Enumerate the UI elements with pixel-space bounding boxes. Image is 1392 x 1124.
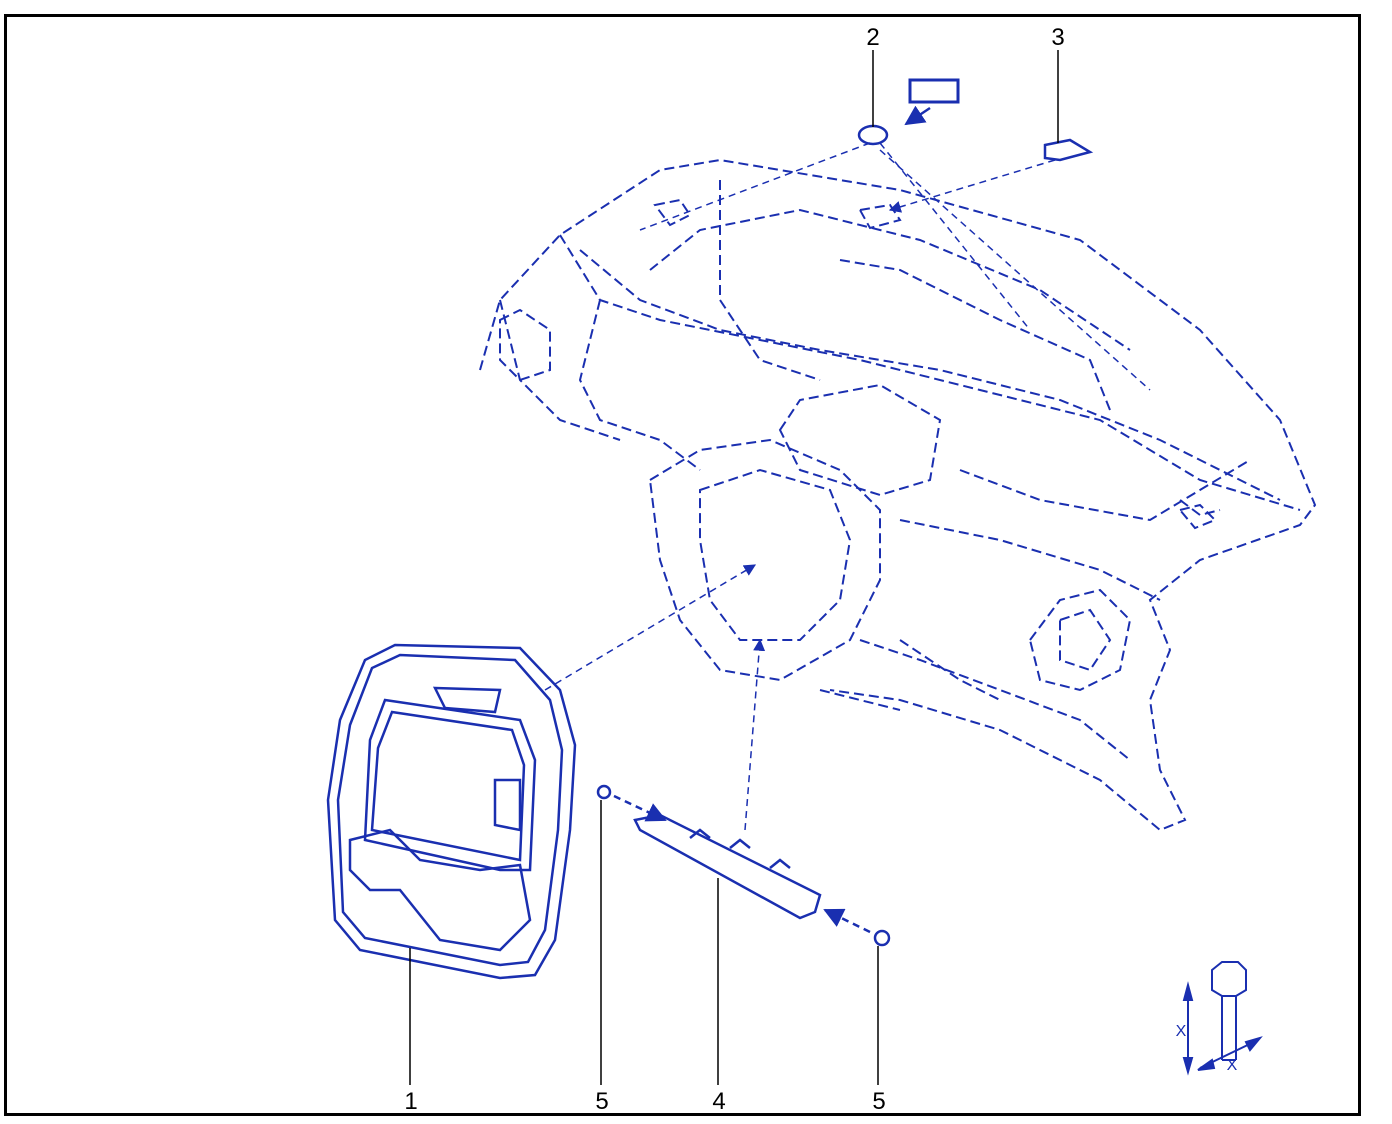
callout-leaders	[409, 50, 1059, 1085]
torque-dimension-label-horizontal: X	[1226, 1057, 1238, 1074]
torque-bolt-symbol	[1182, 961, 1263, 1076]
assembly-leader-lines	[544, 142, 1151, 831]
torque-dimension-label-vertical: X	[1175, 1023, 1187, 1040]
part-2-seal	[857, 78, 960, 146]
part-3-cap	[1043, 138, 1094, 162]
dashboard-outline	[479, 158, 1317, 832]
callout-4: 4	[712, 1088, 726, 1115]
callout-5-right: 5	[872, 1088, 886, 1115]
diagram-frame	[4, 14, 1361, 1116]
callout-1: 1	[404, 1088, 418, 1115]
part-4-trim-strip	[633, 813, 822, 920]
part-1-center-panel	[326, 643, 577, 980]
callout-3: 3	[1051, 24, 1065, 51]
callout-5-left: 5	[595, 1088, 609, 1115]
part-5-screws	[596, 784, 891, 947]
callout-2: 2	[866, 24, 880, 51]
